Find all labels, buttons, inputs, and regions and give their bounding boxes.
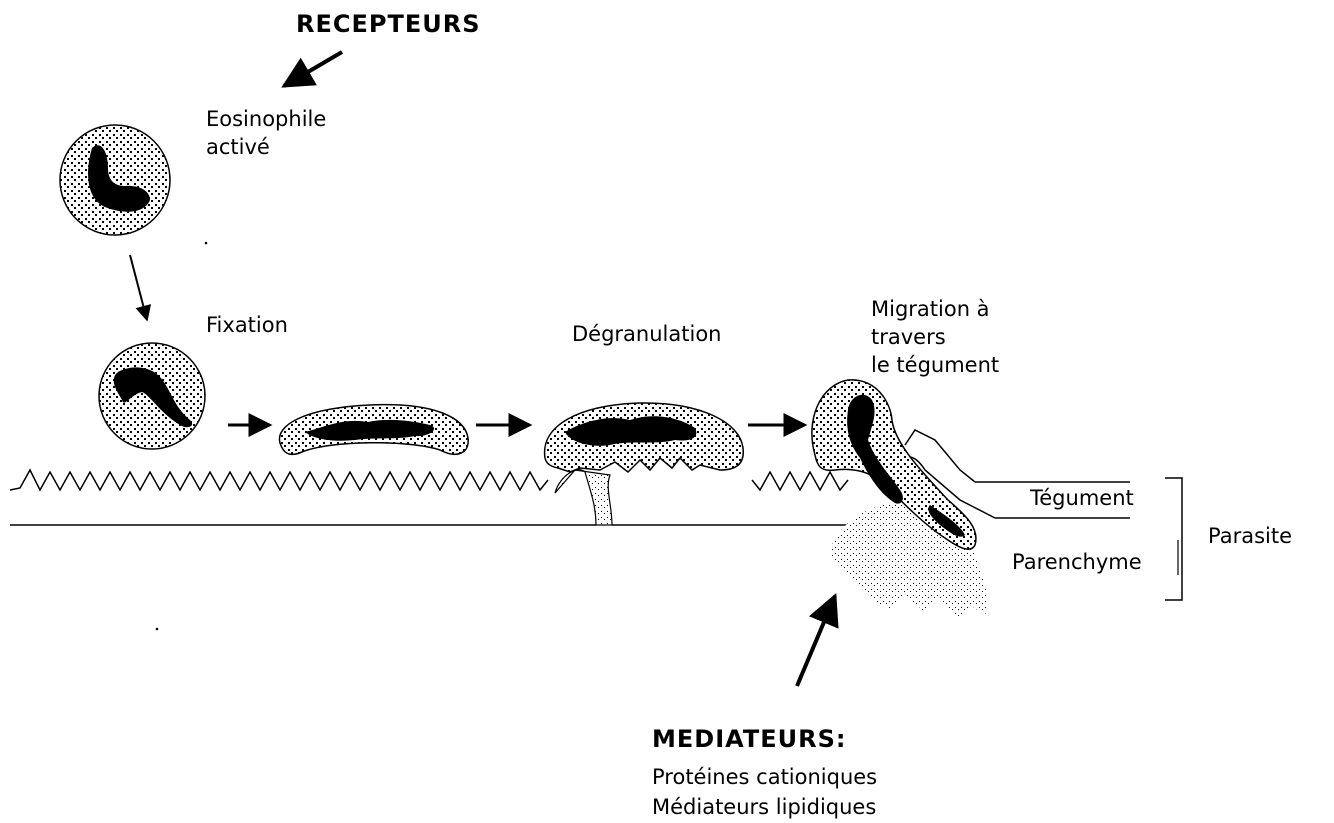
- flattened-eosinophil: [279, 405, 468, 455]
- parasite-bracket: [1165, 478, 1182, 600]
- eosinophile-label: Eosinophile activé: [206, 105, 326, 161]
- recepteurs-arrow: [284, 52, 342, 86]
- mediateurs-title: MEDIATEURS:: [652, 725, 846, 753]
- stray-dot: [156, 628, 159, 631]
- activated-eosinophil: [60, 125, 170, 235]
- surface-left: [10, 470, 548, 490]
- mediateurs-item: Médiateurs lipidiques: [652, 793, 876, 821]
- stray-dot: [205, 242, 208, 245]
- recepteurs-label: RECEPTEURS: [296, 10, 481, 38]
- degranulation-label: Dégranulation: [572, 320, 721, 348]
- fixation-label: Fixation: [206, 311, 288, 339]
- tegument-label: Tégument: [1030, 484, 1134, 512]
- mediateurs-item: Protéines cationiques: [652, 763, 877, 791]
- surface-middle: [752, 472, 848, 490]
- migration-label: Migration à travers le tégument: [871, 295, 999, 379]
- parenchyme-label: Parenchyme: [1012, 548, 1142, 576]
- down-arrow: [130, 255, 147, 320]
- mediateurs-arrow: [797, 596, 835, 686]
- fixation-eosinophil: [99, 343, 205, 449]
- parasite-label: Parasite: [1208, 522, 1292, 550]
- degranulating-eosinophil: [545, 403, 744, 525]
